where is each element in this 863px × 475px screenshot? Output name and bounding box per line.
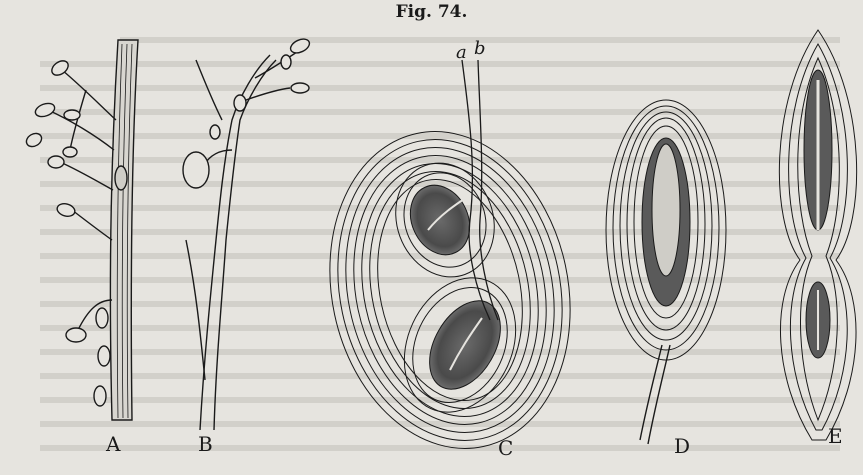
panel-label-c: C <box>498 436 513 460</box>
panel-a-drawing <box>24 40 138 420</box>
panel-b-drawing <box>183 36 312 430</box>
panel-d-drawing <box>606 100 726 444</box>
panel-label-b: B <box>198 432 213 456</box>
panel-label-a: A <box>106 432 120 456</box>
panel-c-drawing <box>301 60 598 471</box>
panel-label-d: D <box>674 434 690 458</box>
annotation-b: b <box>474 38 486 59</box>
panel-label-e: E <box>828 424 843 448</box>
panel-e-drawing <box>779 30 856 440</box>
annotation-a: a <box>456 42 467 63</box>
